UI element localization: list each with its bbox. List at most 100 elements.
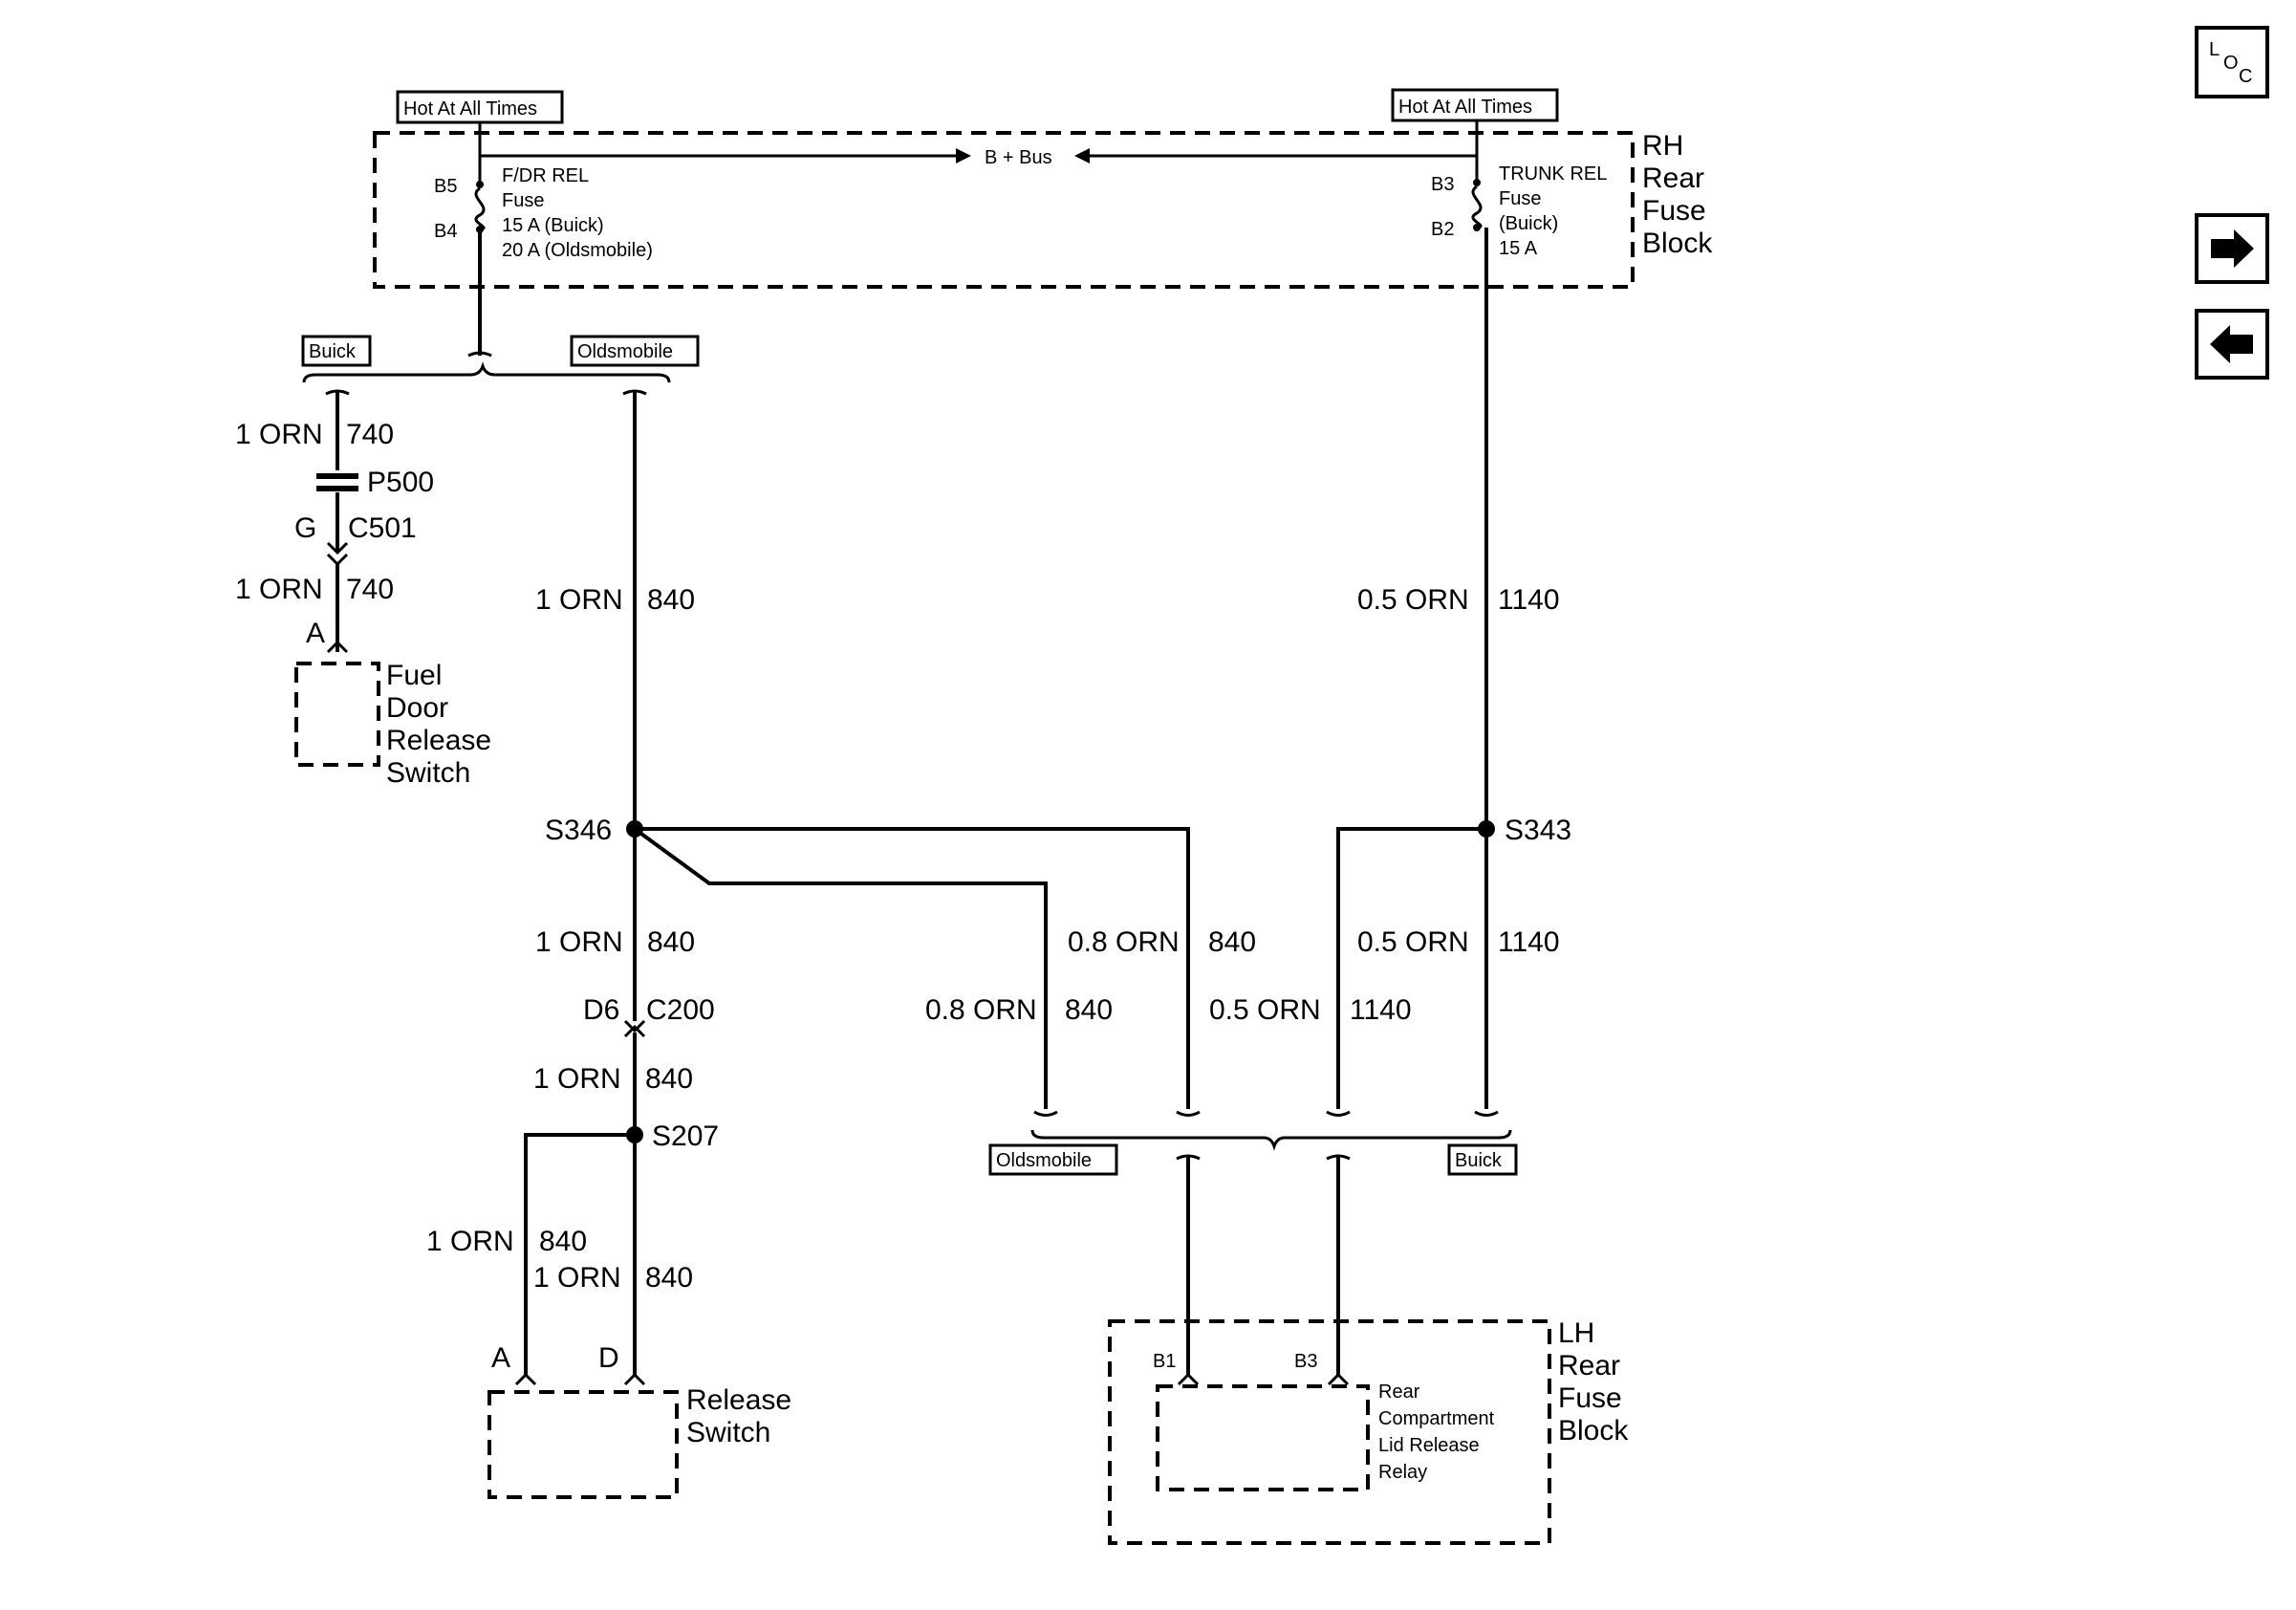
bottom-buick-label: Buick (1455, 1150, 1503, 1171)
lh-fuse-block-label-2: Rear (1558, 1350, 1620, 1382)
break-mark-buick-a (1326, 1110, 1351, 1117)
wire-d-size: 1 ORN (533, 1262, 621, 1294)
olds-wire-a-circuit: 840 (1065, 994, 1113, 1026)
fuel-switch-label-3: Release (386, 725, 491, 756)
fuse-left-rating-buick: 15 A (Buick) (502, 215, 604, 236)
bottom-olds-label: Oldsmobile (996, 1150, 1092, 1171)
forward-button[interactable] (2195, 213, 2269, 284)
c501-pin: G (294, 512, 316, 544)
c200-pin: D6 (583, 994, 619, 1026)
p500-bar-bottom (316, 486, 358, 491)
wire-1140-a-size: 0.5 ORN (1357, 926, 1469, 958)
olds-wire-b-circuit: 840 (1208, 926, 1256, 958)
arrow-right-icon (2211, 229, 2254, 268)
rh-fuse-block-label-1: RH (1642, 130, 1683, 162)
rh-fuse-block-outline (373, 131, 1635, 289)
fuse-left-rating-olds: 20 A (Oldsmobile) (502, 240, 653, 261)
relay-label-1: Rear (1378, 1382, 1420, 1403)
relay-terminal-b3-icon (1327, 1372, 1350, 1386)
top-olds-box (570, 335, 700, 367)
wire-740-lower-circuit: 740 (346, 574, 394, 605)
break-mark-buick-b (1474, 1110, 1499, 1117)
wire-840-branch-a (633, 827, 1048, 1109)
fuse-left-element (474, 186, 486, 231)
wire-740-upper-circuit: 740 (346, 419, 394, 450)
relay-label-4: Relay (1378, 1462, 1427, 1483)
arrow-left-icon (2210, 325, 2253, 363)
loc-letter-o: O (2223, 53, 2239, 74)
c200-connector-bottom-icon (623, 1024, 646, 1038)
fuse-left-type: Fuse (502, 190, 544, 211)
relay-label-2: Compartment (1378, 1408, 1495, 1429)
p500-label: P500 (367, 467, 434, 498)
wire-840-lower-circuit: 840 (645, 1063, 693, 1095)
back-button[interactable] (2195, 309, 2269, 380)
olds-wire-a-size: 0.8 ORN (925, 994, 1037, 1026)
rh-fuse-block-label-4: Block (1642, 228, 1713, 259)
c200-connector-top-icon (623, 1019, 646, 1033)
wire-1140-a-circuit: 1140 (1498, 926, 1560, 958)
p500-bar-top (316, 473, 358, 479)
hot-at-all-times-right: Hot At All Times (1398, 97, 1532, 118)
bottom-buick-box (1447, 1143, 1518, 1176)
c501-name: C501 (348, 512, 417, 544)
hot-at-all-times-left: Hot At All Times (403, 98, 537, 120)
release-switch-pin-a: A (491, 1342, 510, 1374)
fdr-rel-break-mark (467, 351, 492, 358)
rh-fuse-block-label-2: Rear (1642, 163, 1704, 194)
wire-1140-b-size: 0.5 ORN (1209, 994, 1321, 1026)
bottom-option-brace (1030, 1129, 1512, 1151)
wire-840-mid-size: 1 ORN (535, 926, 623, 958)
olds-wire-b-size: 0.8 ORN (1068, 926, 1180, 958)
wire-a-circuit: 840 (539, 1226, 587, 1257)
c501-connector-bottom-icon (326, 553, 349, 567)
wire-840-upper-circuit: 840 (647, 584, 695, 616)
break-mark-olds-a (1033, 1110, 1058, 1117)
fuel-switch-terminal-icon (326, 640, 349, 654)
lh-fuse-block-outline (1108, 1319, 1551, 1545)
lh-fuse-block-label-1: LH (1558, 1317, 1594, 1349)
wire-d-circuit: 840 (645, 1262, 693, 1294)
fuel-switch-pin: A (306, 618, 325, 649)
wire-740-upper-size: 1 ORN (235, 419, 323, 450)
top-buick-label: Buick (309, 341, 357, 362)
fuel-switch-label-4: Switch (386, 757, 470, 789)
wire-1140-branch (1336, 827, 1486, 1109)
fuse-left-pin-bottom: B4 (434, 221, 457, 242)
release-switch-label-2: Switch (686, 1417, 770, 1448)
relay-label-3: Lid Release (1378, 1435, 1480, 1456)
wire-840-mid-circuit: 840 (647, 926, 695, 958)
release-switch-terminal-a-icon (514, 1372, 537, 1386)
c501-connector-top-icon (326, 541, 349, 555)
fuse-right-pin-top: B3 (1431, 174, 1454, 195)
location-button-frame (2195, 26, 2269, 98)
release-switch-pin-d: D (598, 1342, 619, 1374)
b-plus-bus-label: B + Bus (985, 147, 1052, 168)
relay-feed-b1-break-mark (1176, 1154, 1201, 1161)
c200-name: C200 (646, 994, 715, 1026)
fuse-right-element (1471, 185, 1483, 229)
relay-feed-b3-break-mark (1326, 1154, 1351, 1161)
hot-at-all-times-right-box (1391, 88, 1559, 122)
fuse-right-terminal-bottom (1473, 224, 1481, 231)
location-button[interactable]: L O C (2195, 26, 2269, 98)
fuel-door-release-switch (294, 662, 380, 767)
break-mark-olds-b (1176, 1110, 1201, 1117)
fuse-left-terminal-top (476, 181, 484, 188)
rh-fuse-block-label-3: Fuse (1642, 195, 1706, 227)
splice-s343-label: S343 (1505, 815, 1571, 846)
splice-s346-label: S346 (545, 815, 612, 846)
splice-s207-label: S207 (652, 1120, 719, 1152)
relay-terminal-b1-icon (1177, 1372, 1200, 1386)
relay-pin-b3: B3 (1294, 1351, 1317, 1372)
wire-a-size: 1 ORN (426, 1226, 514, 1257)
loc-letter-l: L (2209, 39, 2220, 60)
wire-1140-b-circuit: 1140 (1350, 994, 1412, 1026)
fuse-right-rating: 15 A (1499, 238, 1538, 259)
rear-compartment-lid-release-relay (1156, 1384, 1370, 1491)
wire-840-lower-size: 1 ORN (533, 1063, 621, 1095)
fuse-left-pin-top: B5 (434, 176, 457, 197)
fuel-switch-label-1: Fuel (386, 660, 442, 691)
bottom-olds-box (988, 1143, 1118, 1176)
